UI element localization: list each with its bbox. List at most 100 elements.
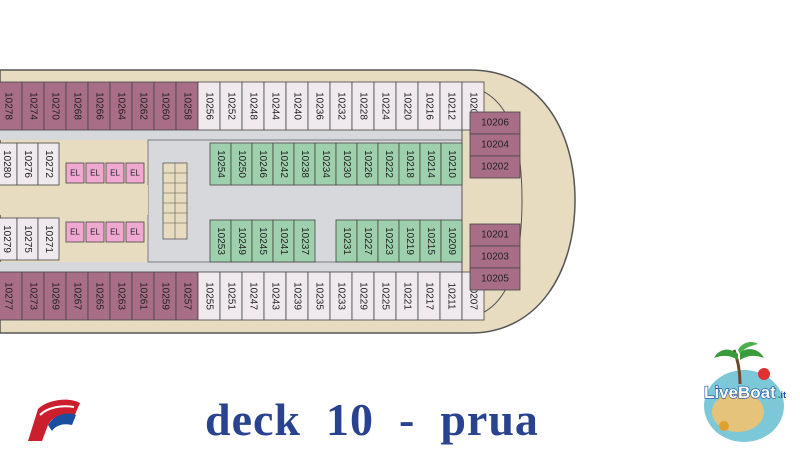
cabin-10280[interactable]: 10280 xyxy=(0,142,18,186)
cabin-10240[interactable]: 10240 xyxy=(285,81,309,131)
cabin-10274[interactable]: 10274 xyxy=(21,81,45,131)
cabin-number: 10221 xyxy=(402,282,413,310)
cabin-10259[interactable]: 10259 xyxy=(153,271,177,321)
cabin-10237[interactable]: 10237 xyxy=(293,219,316,263)
cabin-10261[interactable]: 10261 xyxy=(131,271,155,321)
cabin-10202[interactable]: 10202 xyxy=(469,155,521,179)
elevator-bottom-2[interactable]: EL xyxy=(85,221,105,243)
cabin-number: 10256 xyxy=(204,92,215,120)
cabin-10223[interactable]: 10223 xyxy=(377,219,400,263)
cabin-10277[interactable]: 10277 xyxy=(0,271,23,321)
cabin-10206[interactable]: 10206 xyxy=(469,111,521,135)
cabin-10250[interactable]: 10250 xyxy=(230,142,253,186)
cabin-10273[interactable]: 10273 xyxy=(21,271,45,321)
cabin-10205[interactable]: 10205 xyxy=(469,267,521,291)
cabin-10209[interactable]: 10209 xyxy=(440,219,463,263)
cabin-10225[interactable]: 10225 xyxy=(373,271,397,321)
cabin-10233[interactable]: 10233 xyxy=(329,271,353,321)
cabin-10263[interactable]: 10263 xyxy=(109,271,133,321)
cabin-10252[interactable]: 10252 xyxy=(219,81,243,131)
cabin-10255[interactable]: 10255 xyxy=(197,271,221,321)
cabin-10211[interactable]: 10211 xyxy=(439,271,463,321)
cabin-number: 10235 xyxy=(314,282,325,310)
cabin-number: 10249 xyxy=(236,227,247,255)
cabin-10249[interactable]: 10249 xyxy=(230,219,253,263)
cabin-10229[interactable]: 10229 xyxy=(351,271,375,321)
cabin-10248[interactable]: 10248 xyxy=(241,81,265,131)
cabin-10203[interactable]: 10203 xyxy=(469,245,521,269)
cabin-10253[interactable]: 10253 xyxy=(209,219,232,263)
cabin-10230[interactable]: 10230 xyxy=(335,142,358,186)
cabin-10256[interactable]: 10256 xyxy=(197,81,221,131)
cabin-10278[interactable]: 10278 xyxy=(0,81,23,131)
cabin-10227[interactable]: 10227 xyxy=(356,219,379,263)
elevator-top-2[interactable]: EL xyxy=(85,162,105,184)
cabin-number: 10225 xyxy=(380,282,391,310)
cabin-10251[interactable]: 10251 xyxy=(219,271,243,321)
cabin-10216[interactable]: 10216 xyxy=(417,81,441,131)
cabin-10217[interactable]: 10217 xyxy=(417,271,441,321)
cabin-10238[interactable]: 10238 xyxy=(293,142,316,186)
cabin-10231[interactable]: 10231 xyxy=(335,219,358,263)
cabin-number: EL xyxy=(90,169,100,178)
cabin-10279[interactable]: 10279 xyxy=(0,217,18,261)
cabin-10228[interactable]: 10228 xyxy=(351,81,375,131)
cabin-10275[interactable]: 10275 xyxy=(16,217,39,261)
cabin-number: 10252 xyxy=(226,92,237,120)
cabin-10201[interactable]: 10201 xyxy=(469,223,521,247)
cabin-number: 10279 xyxy=(1,225,12,253)
cabin-10220[interactable]: 10220 xyxy=(395,81,419,131)
cabin-10222[interactable]: 10222 xyxy=(377,142,400,186)
cabin-10246[interactable]: 10246 xyxy=(251,142,274,186)
cabin-10219[interactable]: 10219 xyxy=(398,219,421,263)
cabin-10239[interactable]: 10239 xyxy=(285,271,309,321)
cabin-10272[interactable]: 10272 xyxy=(37,142,60,186)
cabin-10234[interactable]: 10234 xyxy=(314,142,337,186)
corridor-left xyxy=(0,185,148,215)
cabin-10254[interactable]: 10254 xyxy=(209,142,232,186)
cabin-10264[interactable]: 10264 xyxy=(109,81,133,131)
elevator-top-4[interactable]: EL xyxy=(125,162,145,184)
cabin-10270[interactable]: 10270 xyxy=(43,81,67,131)
cabin-10235[interactable]: 10235 xyxy=(307,271,331,321)
elevator-top-1[interactable]: EL xyxy=(65,162,85,184)
cabin-10266[interactable]: 10266 xyxy=(87,81,111,131)
cabin-10247[interactable]: 10247 xyxy=(241,271,265,321)
cabin-number: 10280 xyxy=(1,150,12,178)
cabin-10218[interactable]: 10218 xyxy=(398,142,421,186)
cabin-10221[interactable]: 10221 xyxy=(395,271,419,321)
cabin-10204[interactable]: 10204 xyxy=(469,133,521,157)
cabin-10257[interactable]: 10257 xyxy=(175,271,199,321)
cabin-10258[interactable]: 10258 xyxy=(175,81,199,131)
cabin-10245[interactable]: 10245 xyxy=(251,219,274,263)
cabin-10276[interactable]: 10276 xyxy=(16,142,39,186)
elevator-bottom-4[interactable]: EL xyxy=(125,221,145,243)
cabin-10260[interactable]: 10260 xyxy=(153,81,177,131)
cabin-10242[interactable]: 10242 xyxy=(272,142,295,186)
cabin-10241[interactable]: 10241 xyxy=(272,219,295,263)
cabin-10265[interactable]: 10265 xyxy=(87,271,111,321)
cabin-10268[interactable]: 10268 xyxy=(65,81,89,131)
elevator-bottom-3[interactable]: EL xyxy=(105,221,125,243)
cabin-10269[interactable]: 10269 xyxy=(43,271,67,321)
cabin-10215[interactable]: 10215 xyxy=(419,219,442,263)
cabin-10226[interactable]: 10226 xyxy=(356,142,379,186)
cabin-10224[interactable]: 10224 xyxy=(373,81,397,131)
cabin-number: EL xyxy=(130,169,140,178)
cabin-number: 10278 xyxy=(3,92,14,120)
cabin-10210[interactable]: 10210 xyxy=(440,142,463,186)
cabin-10244[interactable]: 10244 xyxy=(263,81,287,131)
cabin-10232[interactable]: 10232 xyxy=(329,81,353,131)
elevator-bottom-1[interactable]: EL xyxy=(65,221,85,243)
cabin-10236[interactable]: 10236 xyxy=(307,81,331,131)
cabin-10271[interactable]: 10271 xyxy=(37,217,60,261)
cabin-10243[interactable]: 10243 xyxy=(263,271,287,321)
cabin-10262[interactable]: 10262 xyxy=(131,81,155,131)
cabin-number: 10266 xyxy=(94,92,105,120)
cabin-10214[interactable]: 10214 xyxy=(419,142,442,186)
cabin-10267[interactable]: 10267 xyxy=(65,271,89,321)
cabin-10212[interactable]: 10212 xyxy=(439,81,463,131)
elevator-top-3[interactable]: EL xyxy=(105,162,125,184)
cabin-number: 10201 xyxy=(481,230,509,241)
